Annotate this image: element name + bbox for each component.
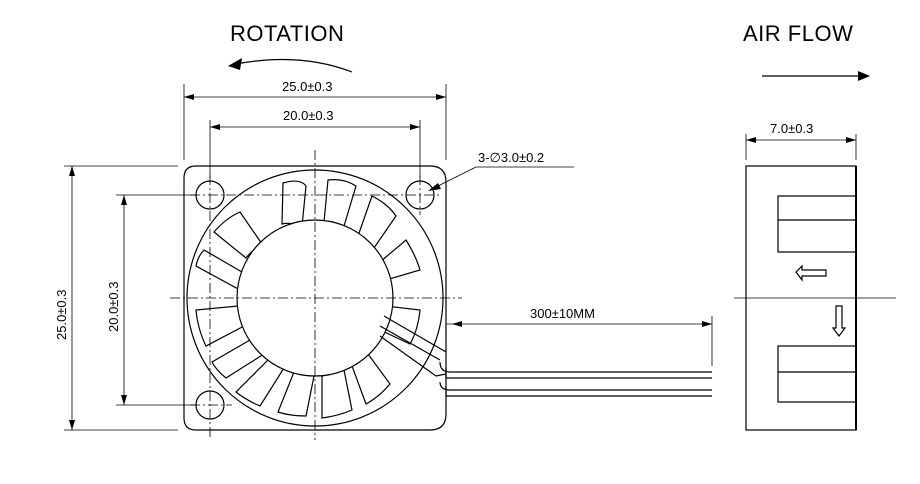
lead-length-label: 300±10MM — [530, 306, 595, 321]
overall-height-label: 25.0±0.3 — [54, 289, 69, 340]
mounting-holes-label: 3-∅3.0±0.2 — [478, 150, 544, 165]
air-flow-arrow-icon — [762, 71, 870, 81]
thickness-label: 7.0±0.3 — [770, 121, 813, 136]
dimension-overall-width: 25.0±0.3 — [183, 79, 447, 160]
dimension-hole-pitch-horizontal: 20.0±0.3 — [209, 108, 421, 178]
fan-side-view — [734, 165, 896, 431]
dimension-thickness: 7.0±0.3 — [745, 121, 857, 160]
rotation-arrow-icon — [228, 58, 353, 73]
dimension-hole-pitch-vertical: 20.0±0.3 — [106, 194, 196, 406]
dimension-lead-length: 300±10MM — [446, 306, 713, 366]
rotation-heading: ROTATION — [230, 21, 344, 46]
airflow-direction-icon — [795, 264, 827, 282]
hole-pitch-vertical-label: 20.0±0.3 — [106, 281, 121, 332]
overall-width-label: 25.0±0.3 — [282, 79, 333, 94]
lead-wires — [439, 361, 712, 397]
air-flow-heading: AIR FLOW — [743, 21, 853, 46]
dimension-mounting-holes: 3-∅3.0±0.2 — [428, 150, 574, 191]
dimension-overall-height: 25.0±0.3 — [54, 165, 178, 431]
rotation-direction-icon — [831, 305, 847, 337]
hole-pitch-horizontal-label: 20.0±0.3 — [283, 108, 334, 123]
fan-front-view — [170, 150, 462, 440]
